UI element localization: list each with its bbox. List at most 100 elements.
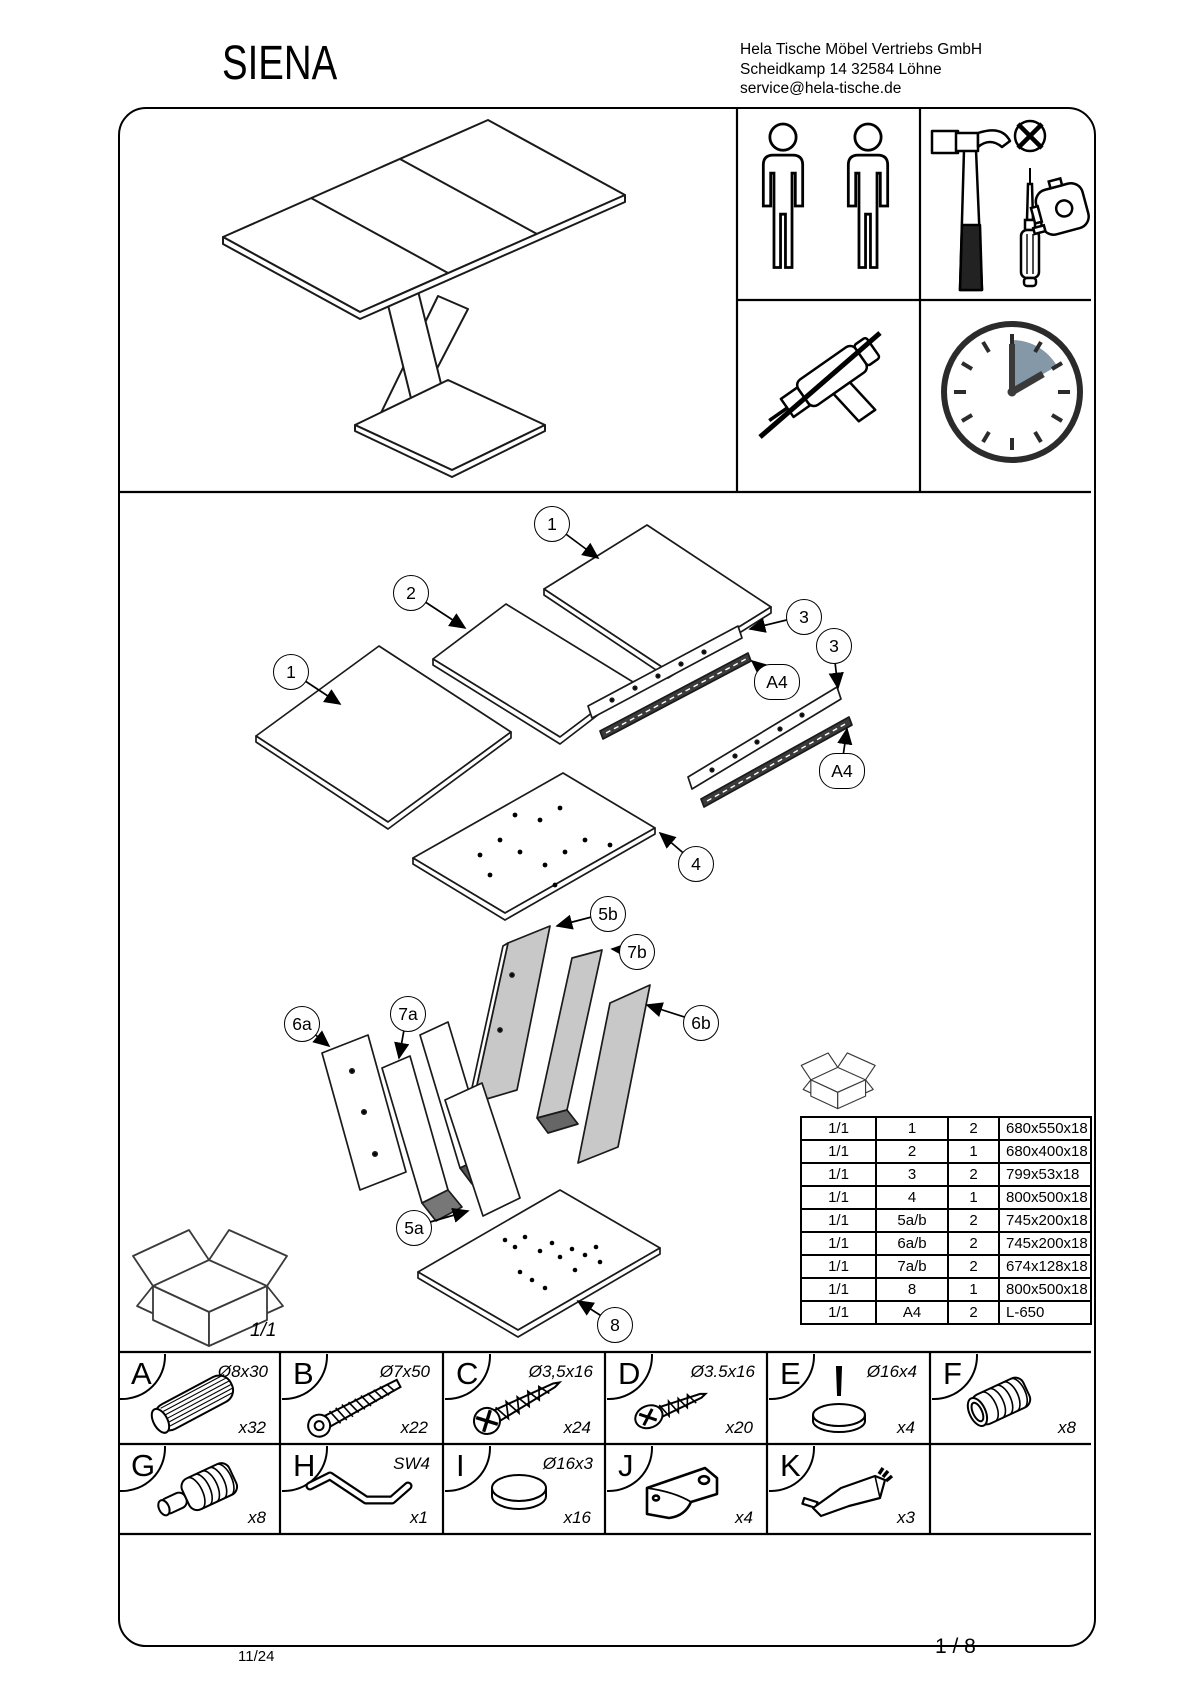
- hardware-letter: C: [456, 1356, 479, 1391]
- hardware-cell-e: E Ø16x4 x4: [769, 1354, 929, 1444]
- callout-3b: 3: [816, 628, 852, 664]
- cell-page: 1/1: [800, 1254, 877, 1279]
- hardware-qty: x3: [897, 1508, 915, 1527]
- cell-part: 2: [875, 1139, 949, 1164]
- hardware-spec: Ø7x50: [379, 1362, 430, 1381]
- cell-page: 1/1: [800, 1162, 877, 1187]
- hardware-qty: x8: [1058, 1418, 1076, 1437]
- hex-key-icon: [305, 1471, 413, 1505]
- callout-7a: 7a: [390, 996, 426, 1032]
- callout-3a: 3: [786, 599, 822, 635]
- hardware-qty: x22: [400, 1418, 428, 1437]
- grid-lines: [119, 108, 1091, 1536]
- company-street: Scheidkamp 14 32584 Löhne: [740, 60, 942, 78]
- callout-a4a: A4: [754, 664, 800, 700]
- dowel-icon: [150, 1374, 235, 1434]
- cell-qty: 2: [947, 1231, 1000, 1256]
- hardware-letter: E: [780, 1356, 801, 1391]
- hardware-spec: SW4: [393, 1454, 430, 1473]
- cell-size: L-650: [998, 1300, 1092, 1325]
- hardware-letter: A: [131, 1356, 152, 1391]
- hardware-spec: Ø16x3: [542, 1454, 593, 1473]
- fitting-tool-icon: [801, 1467, 894, 1518]
- cell-size: 674x128x18: [998, 1254, 1092, 1279]
- callout-2: 2: [393, 575, 429, 611]
- footer-page-number: 1 / 8: [935, 1635, 976, 1658]
- cell-qty: 2: [947, 1116, 1000, 1141]
- screwdriver-icon: [1013, 119, 1047, 288]
- hardware-qty: x8: [248, 1508, 266, 1527]
- hammer-icon: [930, 129, 1012, 292]
- callout-8: 8: [597, 1307, 633, 1343]
- leg-panel-7a: [381, 1055, 463, 1222]
- hardware-spec: Ø8x30: [217, 1362, 268, 1381]
- cell-part: 1: [875, 1116, 949, 1141]
- cell-page: 1/1: [800, 1231, 877, 1256]
- cell-page: 1/1: [800, 1300, 877, 1325]
- callout-6b: 6b: [683, 1005, 719, 1041]
- cell-page: 1/1: [800, 1185, 877, 1210]
- hardware-qty: x32: [238, 1418, 266, 1437]
- hardware-qty: x1: [410, 1508, 428, 1527]
- content-border: [118, 107, 1096, 1647]
- cell-qty: 2: [947, 1162, 1000, 1187]
- cell-size: 680x400x18: [998, 1139, 1092, 1164]
- page-title: SIENA: [222, 37, 338, 90]
- hardware-spec: Ø3.5x16: [690, 1362, 755, 1381]
- cell-part: 3: [875, 1162, 949, 1187]
- leg-panel-5b: [467, 925, 551, 1107]
- person-icon: [761, 122, 805, 269]
- cell-part: 7a/b: [875, 1254, 949, 1279]
- hardware-cell-h: H SW4 x1: [282, 1446, 442, 1534]
- hardware-qty: x4: [735, 1508, 753, 1527]
- assembled-table-illustration: [222, 119, 626, 478]
- pan-head-screw-icon: [634, 1392, 708, 1430]
- carton-box-icon-small: [800, 1052, 876, 1110]
- callout-7b: 7b: [619, 934, 655, 970]
- hardware-qty: x16: [563, 1508, 591, 1527]
- cell-qty: 1: [947, 1139, 1000, 1164]
- no-drill-icon: [758, 331, 882, 439]
- hardware-qty: x4: [897, 1418, 915, 1437]
- callout-4: 4: [678, 846, 714, 882]
- cell-part: 6a/b: [875, 1231, 949, 1256]
- clock-icon: [941, 321, 1083, 463]
- leg-panel-6b: [577, 984, 651, 1164]
- callout-a4b: A4: [819, 753, 865, 789]
- hardware-cell-k: K x3: [769, 1446, 929, 1534]
- cell-part: 4: [875, 1185, 949, 1210]
- hardware-cell-f: F x8: [932, 1354, 1090, 1444]
- callout-5a: 5a: [396, 1210, 432, 1246]
- hardware-cell-c: C Ø3,5x16 x24: [445, 1354, 605, 1444]
- cell-size: 799x53x18: [998, 1162, 1092, 1187]
- callout-1b: 1: [273, 654, 309, 690]
- cover-cap-icon: [491, 1474, 547, 1510]
- cell-page: 1/1: [800, 1277, 877, 1302]
- company-name: Hela Tische Möbel Vertriebs GmbH: [740, 41, 983, 58]
- hardware-qty: x24: [563, 1418, 591, 1437]
- hardware-cell-empty: [932, 1446, 1090, 1534]
- callout-5b: 5b: [590, 896, 626, 932]
- exploded-diagram: [255, 524, 853, 1338]
- footer-date: 11/24: [238, 1648, 275, 1665]
- hardware-letter: F: [943, 1356, 962, 1391]
- hardware-cell-a: A Ø8x30 x32: [120, 1354, 280, 1444]
- callout-1: 1: [534, 506, 570, 542]
- hardware-cell-d: D Ø3.5x16 x20: [607, 1354, 767, 1444]
- cell-qty: 2: [947, 1254, 1000, 1279]
- confirmat-screw-icon: [307, 1378, 402, 1438]
- rail-3-a: [587, 625, 743, 719]
- hardware-cell-b: B Ø7x50 x22: [282, 1354, 442, 1444]
- corner-bracket-icon: [645, 1466, 719, 1520]
- hardware-qty: x20: [725, 1418, 753, 1437]
- carton-box-icon-large: [132, 1229, 288, 1347]
- package-count-label: 1/1: [250, 1320, 277, 1341]
- panel-8-base: [417, 1189, 661, 1338]
